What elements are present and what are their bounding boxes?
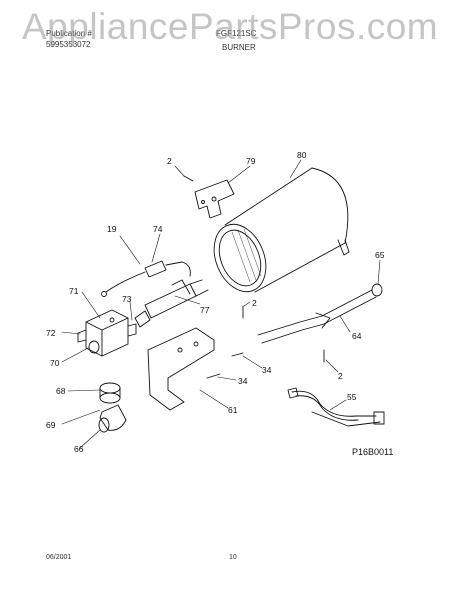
callout-label: 64 [352,331,362,341]
bracket-part [194,179,235,219]
callout-label: 34 [262,365,272,375]
callout-label: 77 [200,305,210,315]
model-number: FGF121SC [216,29,257,38]
callout-label: 61 [228,405,238,415]
wire-harness-part [287,387,385,427]
footer-date: 06/2001 [46,554,72,561]
publication-label: Publication # [46,29,92,38]
callout-label: 73 [122,294,132,304]
section-title: BURNER [222,43,256,52]
callout-label: 70 [50,358,60,368]
diagram-code: P16B0011 [352,447,393,457]
callout-labels: 2 79 80 19 74 65 71 73 2 77 72 64 70 34 … [46,150,393,457]
footer-page-number: 10 [229,554,237,561]
callout-label: 68 [56,386,66,396]
watermark-logo: AppliancePartsPros.com [22,6,439,47]
callout-label: 72 [46,328,56,338]
callout-label: 34 [238,376,248,386]
igniter-part [101,260,191,297]
mounting-plate-part [147,327,215,411]
callout-label: 80 [297,150,307,160]
publication-number: 5995353072 [46,40,91,49]
callout-label: 2 [338,371,343,381]
screw-part [206,352,244,379]
callout-label: 55 [347,392,357,402]
callout-label: 79 [246,156,256,166]
callout-label: 66 [74,444,84,454]
burner-tube-part [213,167,350,293]
screw-part [242,305,325,363]
callout-label: 69 [46,420,56,430]
gas-valve-part [77,309,137,357]
callout-label: 2 [167,156,172,166]
callout-label: 65 [375,250,385,260]
callout-label: 2 [252,298,257,308]
elbow-fitting-part [98,382,127,433]
callout-label: 74 [153,224,163,234]
callout-label: 71 [69,286,79,296]
callout-label: 19 [107,224,117,234]
gas-tube-part [257,283,383,344]
burner-holder-part [134,279,209,328]
leader-lines [61,159,381,449]
screw-part [183,175,194,182]
